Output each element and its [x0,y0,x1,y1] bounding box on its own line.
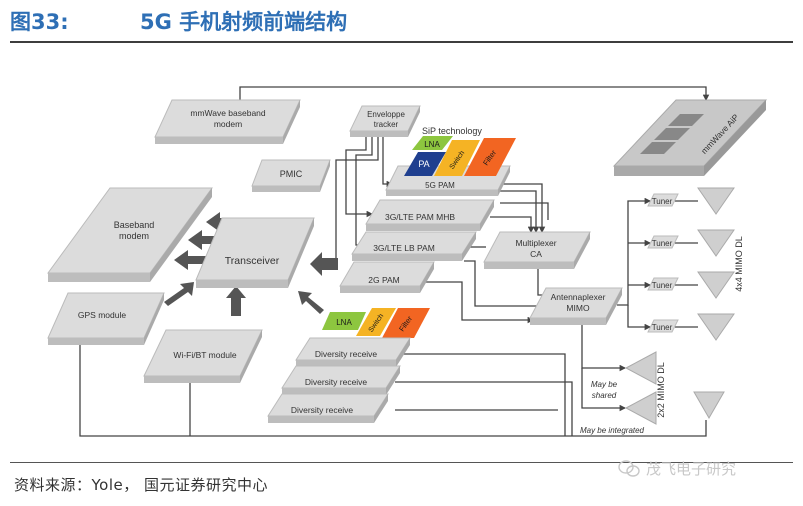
arrow-icon [188,230,222,250]
sip-lna-chip [412,136,453,150]
data-flow-arrows [164,212,338,316]
wechat-icon [618,459,640,477]
connection-lines [79,86,710,437]
may-be-shared-label-2: shared [592,391,617,400]
mimo-2x2-label: 2x2 MIMO DL [656,362,666,418]
may-be-shared-label-1: May be [591,380,618,389]
diversity-receive-block-1: Diversity receive [295,337,411,367]
footer-rule [10,462,793,463]
sip-chips: LNA PA Switch Filter [404,136,516,176]
transceiver-block: Transceiver [195,217,315,288]
pam-5g-label: 5G PAM [425,181,455,190]
arrow-icon [164,282,194,306]
antennaplexer-block: Antennaplexer MIMO [529,287,623,325]
rx-chips: LNA Switch Filter [322,308,430,338]
multiplexer-block: Multiplexer CA [483,231,591,269]
mmwave-aip-block: mmWave AiP [612,99,768,176]
baseband-label-2: modem [119,231,149,241]
pam-2g-label: 2G PAM [368,275,400,285]
multiplexer-label-2: CA [530,249,542,259]
figure-number: 图33: [10,10,69,34]
antennas-2x2 [624,351,725,425]
antenna-icon [624,351,657,385]
gps-block: GPS module [47,292,165,345]
rx-switch-chip [356,308,396,336]
mimo-4x4-label: 4x4 MIMO DL [734,236,744,292]
antennaplexer-label-1: Antennaplexer [551,292,606,302]
sip-technology-label: SiP technology [422,126,482,136]
title-rule [10,41,793,43]
pmic-block: PMIC [251,159,331,192]
tuner-block-3: Tuner [647,277,679,291]
tuner-block-1: Tuner [647,193,679,207]
tuner-label-4: Tuner [652,323,673,332]
antennas-4x4 [697,187,735,341]
baseband-block: Baseband modem [47,187,213,282]
pam-mhb-block: 3G/LTE PAM MHB [365,199,495,231]
arrow-icon [310,252,338,276]
arrow-icon [226,286,246,316]
mmwave-baseband-block: mmWave baseband modem [154,99,301,144]
pam-lb-block: 3G/LTE LB PAM [351,231,477,261]
gps-label: GPS module [78,310,126,320]
tuner-label-3: Tuner [652,281,673,290]
tuner-block-2: Tuner [647,235,679,249]
antenna-icon [697,187,735,215]
sip-lna-label: LNA [424,140,440,149]
envelope-tracker-block: Enveloppe tracker [349,105,421,137]
diversity-receive-label-2: Diversity receive [305,377,368,387]
rx-lna-chip [322,312,366,330]
pmic-label: PMIC [280,169,303,179]
diversity-receive-block-2: Diversity receive [281,365,401,395]
diversity-receive-label-3: Diversity receive [291,405,354,415]
antenna-icon [697,229,735,257]
sip-pa-label: PA [418,159,429,169]
pam-mhb-label: 3G/LTE PAM MHB [385,212,455,222]
arrow-icon [298,291,324,314]
antenna-icon [693,391,725,420]
antennaplexer-label-2: MIMO [566,303,590,313]
source-note: 资料来源：Yole， 国元证券研究中心 [14,476,269,494]
may-be-integrated-label: May be integrated [580,426,645,435]
tuner-label-1: Tuner [652,197,673,206]
baseband-label-1: Baseband [114,220,155,230]
aip-element [654,128,690,140]
watermark-text: 茂飞电子研究 [646,460,737,478]
antenna-icon [624,391,657,425]
sip-pa-chip [404,152,446,176]
pam-lb-label: 3G/LTE LB PAM [373,243,435,253]
pam-2g-block: 2G PAM [339,261,435,293]
aip-element [668,114,704,126]
aip-element [640,142,676,154]
diversity-receive-label-1: Diversity receive [315,349,378,359]
watermark: 茂飞电子研究 [618,458,736,479]
arrow-icon [174,250,208,270]
mmwave-baseband-label-1: mmWave baseband [190,108,266,118]
transceiver-label: Transceiver [225,255,280,267]
tuner-label-2: Tuner [652,239,673,248]
rx-lna-label: LNA [336,318,352,327]
sip-filter-chip [464,138,516,176]
envelope-tracker-label-2: tracker [374,120,399,129]
multiplexer-label-1: Multiplexer [515,238,556,248]
rx-filter-chip [382,308,430,338]
figure-title: 图33: 5G 手机射频前端结构 [10,4,347,38]
mmwave-baseband-label-2: modem [214,119,242,129]
wifi-bt-label: Wi-Fi/BT module [173,350,236,360]
diversity-receive-block-3: Diversity receive [267,393,389,423]
tuner-block-4: Tuner [647,319,679,333]
antenna-icon [697,313,735,341]
sip-switch-chip [434,140,480,176]
figure-title-text: 5G 手机射频前端结构 [140,10,348,34]
wifi-bt-block: Wi-Fi/BT module [143,329,263,383]
antenna-icon [697,271,735,299]
envelope-tracker-label-1: Enveloppe [367,110,405,119]
